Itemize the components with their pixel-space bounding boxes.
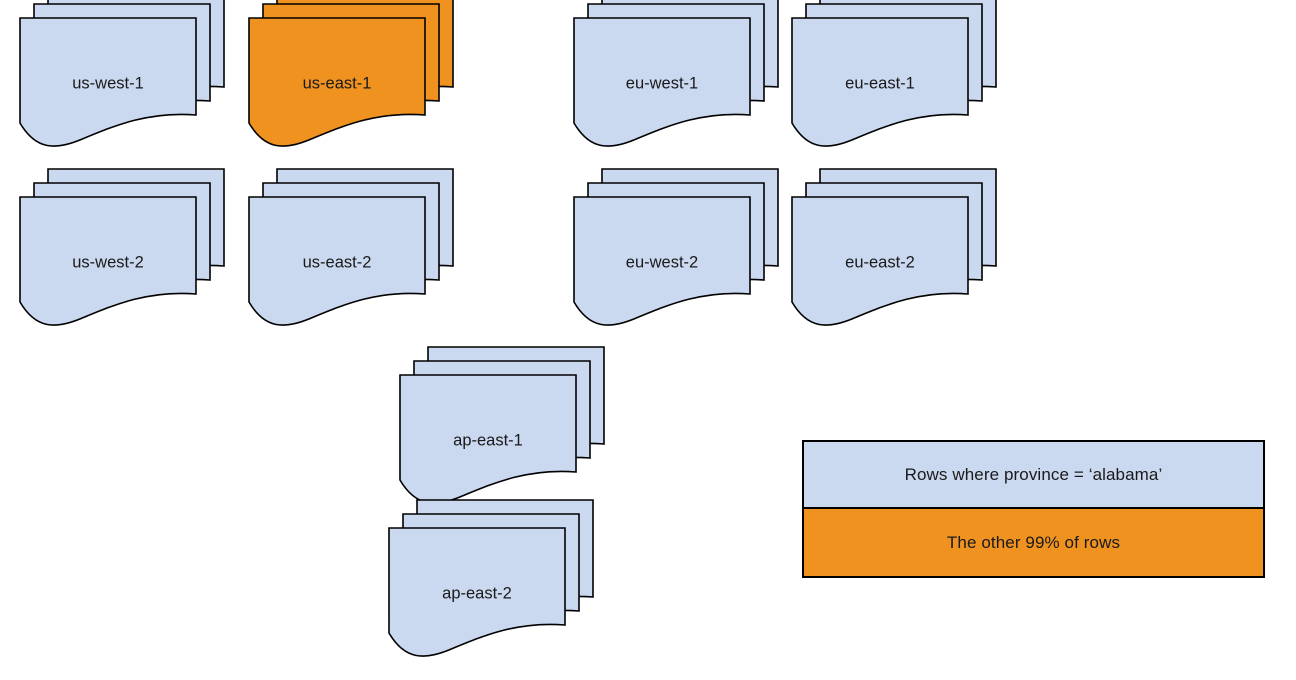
legend-row-orange: The other 99% of rows [804,509,1263,576]
region-stack-ap-east-2[interactable]: ap-east-2 [388,499,599,673]
region-stack-eu-west-2[interactable]: eu-west-2 [573,168,784,342]
doc-front-eu-east-2 [791,196,969,326]
doc-front-us-east-1 [248,17,426,147]
doc-front-us-west-1 [19,17,197,147]
region-stack-us-west-1[interactable]: us-west-1 [19,0,230,163]
doc-front-eu-west-1 [573,17,751,147]
doc-front-ap-east-2 [388,527,566,657]
legend-label-blue: Rows where province = ‘alabama’ [904,464,1163,484]
region-stack-eu-east-2[interactable]: eu-east-2 [791,168,1002,342]
legend-box: Rows where province = ‘alabama’ The othe… [802,440,1265,578]
region-stack-us-east-1[interactable]: us-east-1 [248,0,459,163]
region-stack-us-east-2[interactable]: us-east-2 [248,168,459,342]
doc-front-us-west-2 [19,196,197,326]
region-stack-us-west-2[interactable]: us-west-2 [19,168,230,342]
doc-front-eu-east-1 [791,17,969,147]
legend-row-blue: Rows where province = ‘alabama’ [804,442,1263,509]
doc-front-us-east-2 [248,196,426,326]
doc-front-ap-east-1 [399,374,577,504]
region-stack-eu-east-1[interactable]: eu-east-1 [791,0,1002,163]
doc-front-eu-west-2 [573,196,751,326]
region-stack-ap-east-1[interactable]: ap-east-1 [399,346,610,520]
region-stack-eu-west-1[interactable]: eu-west-1 [573,0,784,163]
legend-label-orange: The other 99% of rows [946,532,1121,552]
